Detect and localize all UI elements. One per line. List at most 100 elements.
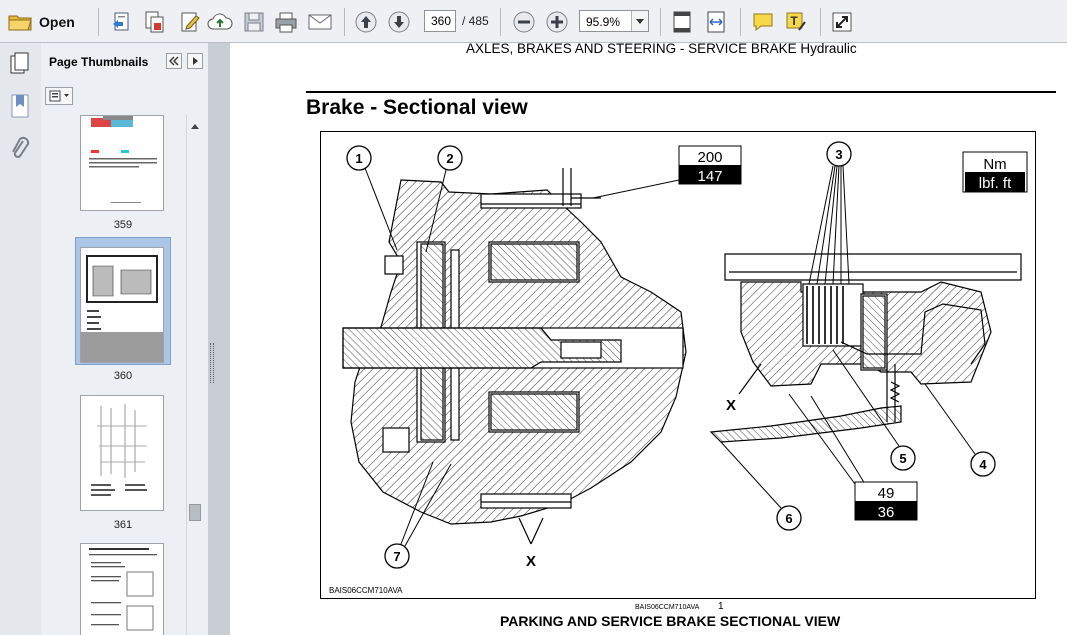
marker-x-right: X: [726, 363, 762, 414]
attachments-tab[interactable]: [9, 135, 31, 163]
callout-3: 3: [835, 147, 842, 162]
thumbnail-label: 359: [113, 219, 133, 231]
splitter-grip: [210, 343, 214, 383]
plus-icon: [545, 10, 569, 34]
save-button[interactable]: [240, 8, 268, 36]
paperclip-icon: [9, 136, 31, 167]
toolbar-separator: [820, 8, 821, 36]
create-pdf-icon: [110, 10, 134, 34]
section-title: Brake - Sectional view: [306, 96, 528, 119]
fit-width-icon: [705, 10, 727, 34]
torque-unit-metric: Nm: [983, 156, 1006, 173]
thumbnail-page-359[interactable]: [80, 115, 164, 211]
arrow-up-icon: [354, 10, 378, 34]
caption-text: PARKING AND SERVICE BRAKE SECTIONAL VIEW: [500, 613, 841, 629]
callouts-right: 3 4 5 6: [776, 141, 996, 531]
service-brake-section: [709, 253, 1022, 443]
print-button[interactable]: [272, 8, 300, 36]
parking-brake-section: [342, 179, 687, 525]
page-thumbnails-tab[interactable]: [7, 51, 33, 77]
open-label: Open: [39, 14, 75, 30]
highlight-text-button[interactable]: T: [782, 8, 810, 36]
torque-unit-imperial: lbf. ft: [979, 175, 1012, 192]
toolbar-separator: [500, 8, 501, 36]
fit-page-icon: [671, 10, 693, 34]
triangle-right-icon: [188, 55, 202, 72]
thumbnail-page-361[interactable]: [80, 395, 164, 511]
chevron-down-icon[interactable]: [631, 11, 648, 31]
callout-7: 7: [393, 549, 400, 564]
callout-5: 5: [899, 451, 906, 466]
page-total: / 485: [462, 14, 489, 28]
create-pdf-button[interactable]: [108, 8, 136, 36]
brake-sectional-drawing: 1 2 7 X 200 147 Nm lbf: [329, 141, 1028, 595]
thumbnail-label: 361: [113, 519, 133, 531]
callout-6: 6: [785, 511, 792, 526]
fit-page-button[interactable]: [668, 8, 696, 36]
callout-1: 1: [355, 151, 362, 166]
main-toolbar: Open 360 / 485 95.9%: [0, 0, 1067, 43]
torque-1-metric: 200: [697, 149, 722, 166]
thumbnail-label: 360: [113, 370, 133, 382]
caption-id: BAIS06CCM710AVA: [635, 604, 700, 611]
marker-x: X: [526, 553, 536, 570]
zoom-select[interactable]: 95.9%: [579, 10, 649, 32]
minus-icon: [512, 10, 536, 34]
toolbar-separator: [660, 8, 661, 36]
torque-2-imperial: 36: [878, 504, 895, 521]
bookmark-icon: [9, 94, 31, 123]
caption-number: 1: [718, 601, 724, 612]
zoom-value: 95.9%: [586, 15, 621, 29]
scroll-up-arrow-icon[interactable]: [190, 117, 200, 135]
printer-icon: [274, 11, 298, 33]
fit-width-button[interactable]: [702, 8, 730, 36]
callouts-left: 1 2 7: [346, 145, 463, 569]
highlight-text-icon: T: [784, 10, 808, 34]
scroll-thumb[interactable]: [189, 504, 201, 521]
marker-x: X: [726, 397, 736, 414]
thumbnail-page-360[interactable]: [80, 247, 164, 363]
zoom-out-button[interactable]: [510, 8, 538, 36]
combine-files-button[interactable]: [140, 8, 168, 36]
brake-sectional-figure: 1 2 7 X 200 147 Nm lbf: [320, 131, 1036, 599]
leader-lines-right: [720, 165, 976, 509]
thumbnails-panel: Page Thumbnails 359: [41, 43, 209, 635]
thumbnail-scrollbar[interactable]: [186, 115, 204, 635]
thumbnail-options-button[interactable]: [45, 87, 73, 105]
bookmarks-tab[interactable]: [9, 93, 31, 119]
expand-panel-button[interactable]: [187, 53, 203, 69]
toolbar-separator: [344, 8, 345, 36]
combine-files-icon: [142, 10, 166, 34]
arrow-down-icon: [387, 10, 411, 34]
pages-icon: [7, 52, 33, 81]
panel-title: Page Thumbnails: [49, 55, 149, 69]
running-header: AXLES, BRAKES AND STEERING - SERVICE BRA…: [466, 41, 857, 56]
full-screen-button[interactable]: [828, 8, 856, 36]
torque-box-1: 200 147: [592, 145, 742, 199]
thumbnail-list[interactable]: 359 360 361: [41, 115, 191, 635]
torque-box-2: 49 36: [854, 481, 918, 521]
thumbnail-page-362[interactable]: [80, 543, 164, 635]
page-number-input[interactable]: 360: [424, 10, 456, 32]
callout-2: 2: [446, 151, 453, 166]
collapse-panel-button[interactable]: [166, 53, 182, 69]
svg-text:T: T: [790, 14, 798, 28]
upload-button[interactable]: [206, 8, 234, 36]
panel-splitter[interactable]: [208, 43, 230, 635]
email-button[interactable]: [304, 8, 336, 36]
expand-icon: [831, 11, 853, 33]
zoom-in-button[interactable]: [543, 8, 571, 36]
navigation-rail: [0, 43, 42, 635]
torque-2-metric: 49: [878, 485, 895, 502]
comment-button[interactable]: [749, 8, 777, 36]
envelope-icon: [307, 12, 333, 32]
callout-4: 4: [979, 457, 987, 472]
toolbar-separator: [740, 8, 741, 36]
previous-page-button[interactable]: [352, 8, 380, 36]
edit-button[interactable]: [176, 8, 204, 36]
open-button[interactable]: Open: [8, 8, 82, 36]
next-page-button[interactable]: [385, 8, 413, 36]
options-menu-icon: [46, 90, 72, 108]
edit-document-icon: [178, 10, 202, 34]
folder-icon: [8, 12, 34, 32]
